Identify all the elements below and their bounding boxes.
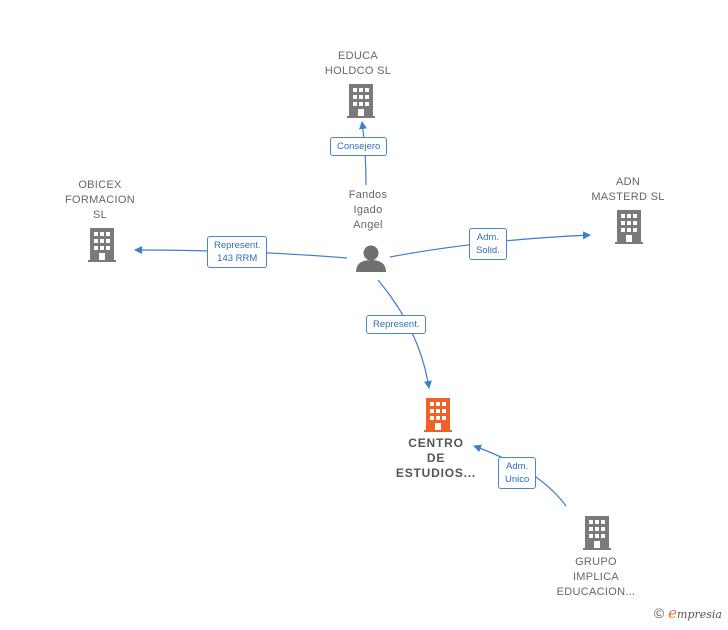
edge-person-centro [377,279,432,389]
brand-logo: © empresia [654,604,722,622]
edge-label-adm-solid: Adm. Solid. [469,228,507,260]
node-label-educa[interactable]: EDUCA HOLDCO SL [324,50,392,77]
brand-logo-e: e [668,604,678,622]
node-label-centro[interactable]: CENTRO DE ESTUDIOS... [395,436,477,480]
copyright-symbol: © [653,605,665,621]
person-icon [356,245,386,272]
node-label-adn[interactable]: ADN MASTERD SL [591,176,665,203]
brand-logo-text: mpresia [677,608,722,621]
building-icon [88,228,116,262]
building-focus-icon [424,398,452,432]
edge-label-consejero: Consejero [330,137,388,156]
building-icon [583,516,611,550]
node-label-grupo[interactable]: GRUPO IMPLICA EDUCACION... [556,556,636,598]
building-icon [347,84,375,118]
edge-label-represent-centro: Represent. [366,315,427,334]
edge-label-adm-unico: Adm. Unico [498,457,537,489]
edge-label-represent-obicex: Represent. 143 RRM [207,236,268,268]
building-icon [615,210,643,244]
node-label-obicex[interactable]: OBICEX FORMACION SL [65,179,135,221]
node-label-person[interactable]: Fandos Igado Angel [348,189,388,231]
